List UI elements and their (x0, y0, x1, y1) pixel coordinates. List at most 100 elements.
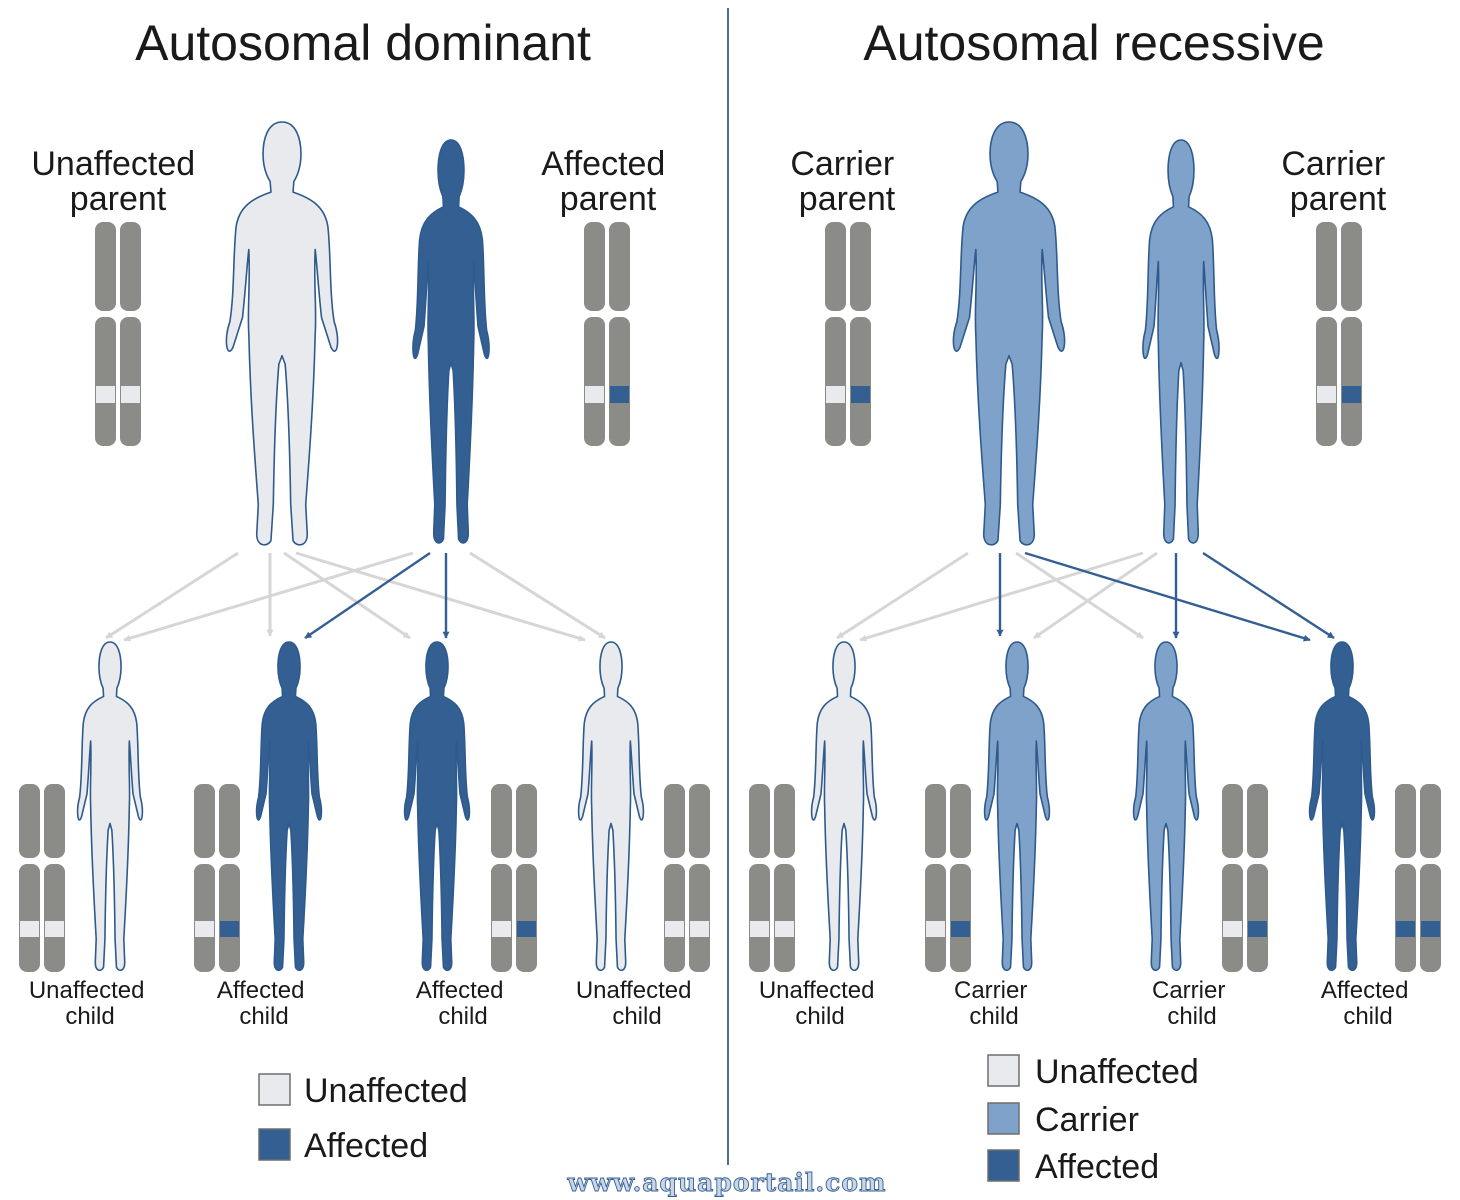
chromosome (1341, 222, 1362, 446)
child-figure (405, 642, 470, 970)
legend-label: Affected (1035, 1148, 1159, 1186)
chromosome (1222, 784, 1243, 972)
child-chromosome-pair (925, 784, 971, 972)
legend-swatch (987, 1054, 1020, 1087)
chromosome (1395, 784, 1416, 972)
allele-band (1248, 921, 1267, 937)
legend-swatch (258, 1073, 291, 1106)
child-figure (985, 642, 1050, 970)
child-chromosome-pair (749, 784, 795, 972)
arrows-layer (105, 551, 1335, 642)
human-silhouette-icon (413, 140, 489, 543)
legend-label: Unaffected (1035, 1053, 1199, 1091)
human-silhouette-icon (953, 122, 1064, 545)
parent-chromosome-pair (584, 222, 630, 446)
child-chromosome-pair (491, 784, 537, 972)
inheritance-arrow-icon (1202, 551, 1335, 640)
chromosome (609, 222, 630, 446)
child-chromosome-pair (664, 784, 710, 972)
chromosome (850, 222, 871, 446)
chromosome (1316, 222, 1337, 446)
chromosome (925, 784, 946, 972)
allele-band (851, 386, 870, 403)
allele-band (1396, 921, 1415, 937)
allele-band (585, 386, 604, 403)
inheritance-arrow-icon (295, 551, 586, 642)
chromosome (584, 222, 605, 446)
chromosome (689, 784, 710, 972)
parent-figure (226, 122, 337, 545)
allele-band (690, 921, 709, 937)
chromosome (491, 784, 512, 972)
chromosome (194, 784, 215, 972)
parent-figure (953, 122, 1064, 545)
parent-label: Carrier parent (1281, 145, 1394, 218)
parent-chromosome-pair (95, 222, 141, 446)
allele-band (20, 921, 39, 937)
inheritance-arrow-icon (836, 551, 969, 640)
allele-band (1342, 386, 1361, 403)
allele-band (775, 921, 794, 937)
human-silhouette-icon (405, 642, 470, 970)
inheritance-arrow-icon (304, 552, 431, 639)
child-figure (257, 642, 322, 970)
legend-label: Carrier (1035, 1101, 1139, 1139)
chromosome (825, 222, 846, 446)
child-label: Unaffected child (29, 977, 151, 1030)
parent-figure (413, 140, 489, 543)
allele-band (665, 921, 684, 937)
chromosome (950, 784, 971, 972)
child-figure (1134, 642, 1199, 970)
panel-title-recessive: Autosomal recessive (863, 15, 1324, 71)
child-chromosome-pair (1395, 784, 1441, 972)
human-silhouette-icon (985, 642, 1050, 970)
child-figure (1310, 642, 1375, 970)
child-figure (579, 642, 644, 970)
allele-band (926, 921, 945, 937)
child-label: Unaffected child (576, 977, 698, 1030)
parent-label: Carrier parent (790, 145, 903, 218)
human-silhouette-icon (257, 642, 322, 970)
chromosome (1420, 784, 1441, 972)
legend-swatches-layer (258, 1054, 1020, 1182)
child-label: Affected child (1321, 977, 1415, 1030)
child-chromosome-pair (194, 784, 240, 972)
human-silhouette-icon (579, 642, 644, 970)
legend-swatch (987, 1149, 1020, 1182)
allele-band (1223, 921, 1242, 937)
child-label: Carrier child (1152, 977, 1232, 1030)
parent-chromosome-pair (825, 222, 871, 446)
parent-figure (1143, 140, 1219, 543)
child-label: Unaffected child (759, 977, 881, 1030)
chromosome (19, 784, 40, 972)
child-label: Affected child (217, 977, 311, 1030)
allele-band (45, 921, 64, 937)
inheritance-arrow-icon (105, 551, 239, 640)
inheritance-arrow-icon (283, 551, 411, 640)
chromosome (120, 222, 141, 446)
child-figure (812, 642, 877, 970)
inheritance-arrow-icon (469, 551, 606, 640)
chromosome (44, 784, 65, 972)
panel-title-dominant: Autosomal dominant (135, 15, 591, 71)
allele-band (96, 386, 115, 403)
chromosomes-layer (19, 222, 1441, 972)
allele-band (121, 386, 140, 403)
inheritance-arrow-icon (1015, 551, 1144, 640)
child-label: Carrier child (954, 977, 1034, 1030)
allele-band (492, 921, 511, 937)
child-label: Affected child (416, 977, 510, 1030)
allele-band (1421, 921, 1440, 937)
chromosome (664, 784, 685, 972)
parent-chromosome-pair (1316, 222, 1362, 446)
parent-label: Affected parent (541, 145, 675, 218)
inheritance-arrow-icon (859, 551, 1144, 642)
human-silhouette-icon (1134, 642, 1199, 970)
legend-swatch (987, 1102, 1020, 1135)
legend-swatch (258, 1128, 291, 1161)
allele-band (826, 386, 845, 403)
child-chromosome-pair (1222, 784, 1268, 972)
parent-label: Unaffected parent (31, 145, 204, 218)
allele-band (951, 921, 970, 937)
